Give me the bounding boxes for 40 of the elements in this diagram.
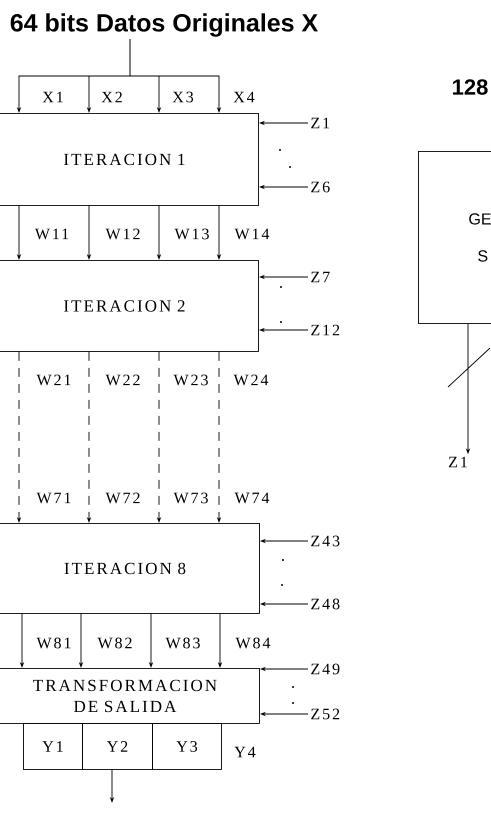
signal-label: W74: [234, 492, 270, 504]
edge-label: X4: [234, 92, 254, 102]
edge-label: W23: [174, 374, 208, 386]
edge-label: W24: [234, 374, 268, 386]
key-label: Z43: [311, 536, 340, 546]
heading-text: 128: [453, 79, 488, 95]
process-box: ITERACION 8: [0, 523, 260, 614]
generator-box: GE S: [418, 151, 491, 324]
key-label: Z6: [311, 182, 330, 192]
signal-label: W72: [106, 492, 140, 504]
edge-label: W11: [34, 228, 68, 240]
edge-label: W12: [106, 228, 140, 240]
process-box: ITERACION 1: [0, 113, 259, 206]
key-label: Z12: [311, 324, 340, 336]
data-label: 64 bits Datos Originales X: [10, 13, 318, 37]
edge-label: W21: [36, 374, 71, 386]
key-label: Z48: [311, 598, 340, 610]
edge-label: W14: [234, 228, 270, 240]
edge-label: W84: [236, 638, 270, 648]
signal-label: Y4: [234, 746, 256, 758]
key-label: Z7: [311, 272, 330, 282]
key-label: Z1: [311, 118, 330, 128]
process-box: TRANSFORMACION DE SALIDA: [0, 668, 260, 724]
output-cell: Y3: [152, 723, 222, 770]
edge-label: X2: [102, 92, 122, 102]
signal-label: W73: [174, 492, 208, 504]
output-cell: Y2: [82, 723, 153, 770]
edge-label: W22: [106, 374, 140, 386]
edge-label: W83: [166, 638, 200, 648]
edge-label: W82: [98, 638, 132, 648]
edge-label: W81: [36, 638, 71, 648]
process-box: ITERACION 2: [0, 260, 259, 352]
key-label: Z1: [448, 456, 467, 468]
key-label: Z52: [311, 708, 340, 720]
edge-label: X3: [172, 92, 194, 102]
key-label: Z49: [311, 664, 340, 674]
output-cell: Y1: [23, 723, 83, 770]
signal-label: W71: [36, 492, 71, 504]
edge-label: W13: [174, 228, 209, 240]
edge-label: X1: [42, 92, 63, 102]
